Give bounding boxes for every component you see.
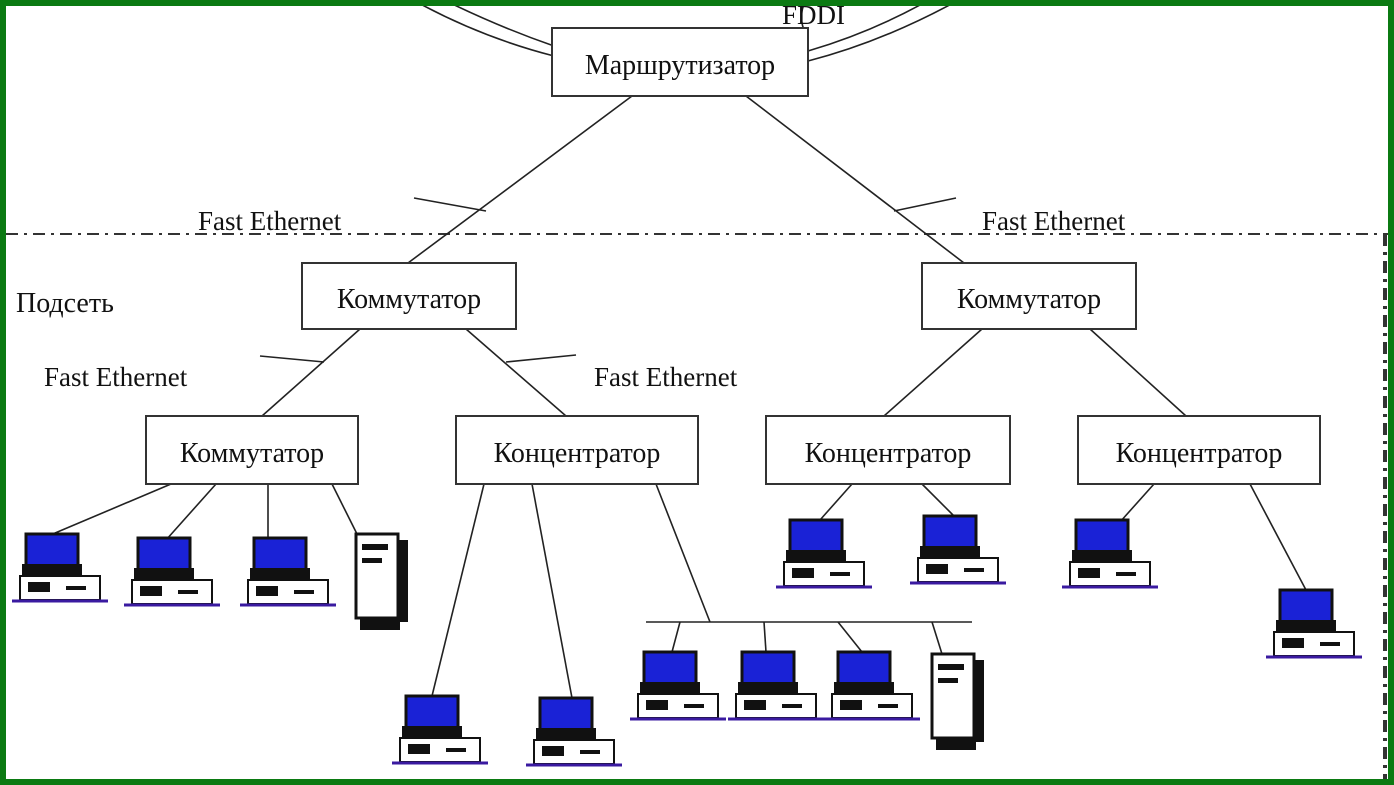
workstation-icon (628, 650, 728, 721)
workstation-icon (774, 518, 874, 589)
workstation-icon (908, 514, 1008, 585)
ring-label: FDDI (782, 6, 845, 30)
workstation-icon (726, 650, 826, 721)
workstation-icon (122, 536, 222, 607)
hub-3-node: Концентратор (1077, 415, 1321, 485)
router-label: Маршрутизатор (585, 50, 775, 81)
server-icon (354, 532, 410, 632)
router-node: Маршрутизатор (551, 27, 809, 97)
connections (47, 95, 1307, 699)
workstation-icon (822, 650, 922, 721)
fddi-ring (422, 6, 950, 62)
switch-left-label: Коммутатор (337, 284, 481, 315)
link-label-router-right: Fast Ethernet (982, 206, 1126, 236)
link-label-switch-left: Fast Ethernet (44, 362, 188, 392)
workstation-icon (524, 696, 624, 767)
switch-bottom-label: Коммутатор (180, 438, 324, 469)
workstation-icon (390, 694, 490, 765)
link-label-switch-mid: Fast Ethernet (594, 362, 738, 392)
hub-1-label: Концентратор (494, 438, 661, 469)
switch-left-node: Коммутатор (301, 262, 517, 330)
diagram-canvas: FDDI Подсеть Fast Ethernet Fas (6, 6, 1388, 779)
workstation-icon (10, 532, 110, 603)
subnet-label: Подсеть (16, 288, 114, 319)
hub-3-label: Концентратор (1116, 438, 1283, 469)
hub-2-node: Концентратор (765, 415, 1011, 485)
switch-right-label: Коммутатор (957, 284, 1101, 315)
server-icon (930, 652, 986, 752)
workstation-icon (1264, 588, 1364, 659)
workstation-icon (1060, 518, 1160, 589)
hub-2-label: Концентратор (805, 438, 972, 469)
switch-right-node: Коммутатор (921, 262, 1137, 330)
switch-bottom-node: Коммутатор (145, 415, 359, 485)
workstation-icon (238, 536, 338, 607)
hub-1-node: Концентратор (455, 415, 699, 485)
link-label-router-left: Fast Ethernet (198, 206, 342, 236)
subnet-boundary (6, 233, 1388, 779)
network-diagram: FDDI Подсеть Fast Ethernet Fas (6, 6, 1388, 779)
